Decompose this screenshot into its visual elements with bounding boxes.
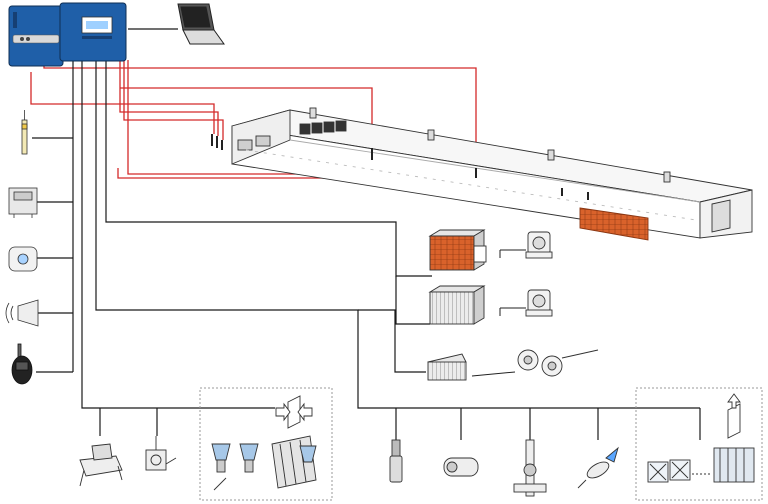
blower-fan-icon[interactable]: [517, 349, 599, 377]
controller-unit-icon[interactable]: [8, 5, 64, 67]
controller-display-unit-icon[interactable]: [59, 2, 127, 62]
humidity-sensor-icon[interactable]: [8, 246, 38, 272]
silo-feeder-icon[interactable]: [211, 443, 259, 491]
red-link-2: [30, 72, 215, 134]
inlet-direction-icon: [727, 393, 741, 439]
alarm-siren-icon[interactable]: [5, 299, 39, 327]
cooling-bus-branch: [395, 276, 430, 325]
laptop-icon[interactable]: [177, 3, 225, 45]
heat-exchanger-icon[interactable]: [428, 229, 487, 271]
network-wiring-black: [32, 28, 701, 440]
ventilation-group: [635, 387, 763, 501]
roof-chimney-icon: [309, 107, 671, 183]
feeding-hopper-icon[interactable]: [79, 443, 123, 487]
static-pressure-sensor-icon[interactable]: [11, 343, 33, 385]
feeding-line-icon[interactable]: [271, 435, 317, 489]
water-heater-icon[interactable]: [443, 457, 479, 477]
submersible-pump-icon[interactable]: [389, 439, 403, 483]
feed-scale-icon[interactable]: [145, 436, 177, 471]
pump-icon[interactable]: [525, 231, 553, 259]
feeding-bus-link: [81, 60, 275, 409]
feeding-group: [199, 387, 333, 501]
weather-station-icon[interactable]: [8, 187, 38, 218]
pump-icon[interactable]: [525, 289, 553, 317]
cooling-bus-link: [105, 60, 432, 277]
red-link-4: [123, 58, 224, 140]
red-link-3: [119, 56, 219, 136]
water-meter-icon[interactable]: [513, 439, 547, 497]
temperature-probe-icon[interactable]: [21, 110, 28, 155]
exhaust-fan-icon[interactable]: [647, 447, 755, 483]
poultry-house-icon: [211, 107, 753, 241]
air-direction-icon: [275, 395, 313, 429]
fogging-unit-icon[interactable]: [428, 285, 486, 325]
gas-burner-icon[interactable]: [577, 446, 619, 489]
inlet-link: [358, 309, 426, 373]
air-inlet-icon[interactable]: [427, 353, 467, 381]
cooling-pad-icon: [579, 207, 649, 241]
